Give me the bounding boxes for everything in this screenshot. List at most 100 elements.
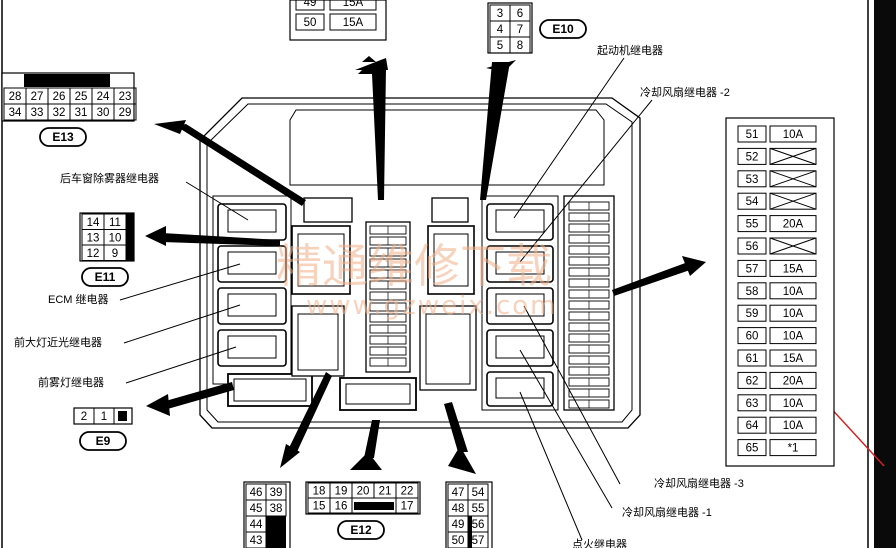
arrow-fuse-panel-shaft <box>612 262 690 296</box>
e13-pin-cell <box>113 103 137 121</box>
e12-pin: 16 <box>335 501 348 513</box>
label-rear-defogger-relay: 后车窗除雾器继电器 <box>60 171 159 185</box>
fuse-number: 56 <box>746 241 759 253</box>
e10-pin: 6 <box>517 8 523 20</box>
arrow-e11-shaft <box>162 233 280 246</box>
arrow-bottom-left-shaft <box>288 372 332 454</box>
fuse-number: 61 <box>746 353 759 365</box>
label-cooling-fan-relay-1: 冷却风扇继电器 -1 <box>622 505 712 519</box>
bl-key-block <box>266 516 286 532</box>
fuse-number-cell <box>737 259 767 277</box>
fuse-number: 53 <box>746 174 759 186</box>
e12-pin: 21 <box>379 486 392 498</box>
fuse-rating-cell <box>769 192 817 210</box>
fuse-rating: 10A <box>783 308 804 320</box>
empty-fuse-x <box>769 147 817 165</box>
e12-pin: 19 <box>335 486 348 498</box>
arrow-e13-head <box>154 120 186 134</box>
fuse-number-cell <box>737 394 767 412</box>
top-fuse-rating: 15A <box>343 0 364 9</box>
top-fuse-no: 49 <box>304 0 317 9</box>
fuse-number: 58 <box>746 286 759 298</box>
fuse-rating-cell <box>769 147 817 165</box>
e11-label: E11 <box>95 270 116 284</box>
fuse-rating: *1 <box>788 443 799 455</box>
fuse-number-cell <box>737 282 767 300</box>
arrow-e9-shaft <box>162 382 234 410</box>
bl-pin: 39 <box>270 487 283 499</box>
e11-pin: 14 <box>87 217 100 229</box>
e11-pin: 9 <box>112 248 118 260</box>
arrow-bottom-right-head <box>448 446 476 474</box>
e13-pin: 29 <box>119 107 132 119</box>
e13-pin: 23 <box>119 91 132 103</box>
fuse-number-cell <box>737 170 767 188</box>
e13-pin: 31 <box>75 107 88 119</box>
e13-pin: 30 <box>97 107 110 119</box>
br-pin: 56 <box>472 519 485 531</box>
arrow-top-right <box>480 62 510 200</box>
fuse-rating-cell <box>769 304 817 322</box>
fuse-number: 60 <box>746 331 759 343</box>
e10-pin: 3 <box>497 8 503 20</box>
br-pin: 50 <box>452 535 465 547</box>
fuse-number: 54 <box>746 196 759 208</box>
fuse-number-cell <box>737 439 767 457</box>
e9-label-pill <box>79 431 127 451</box>
top-fuse-no: 50 <box>304 17 317 29</box>
fuse-box-body <box>199 97 641 429</box>
fuse-number: 62 <box>746 375 759 387</box>
top-fuse-rating-cell <box>329 0 377 11</box>
br-key-bar <box>468 516 472 548</box>
left-relay-column <box>212 195 292 385</box>
pointer-arrows <box>145 56 706 474</box>
fuse-rating: 15A <box>783 263 804 275</box>
fuse-number-cell <box>737 327 767 345</box>
fuse-number-cell <box>737 304 767 322</box>
e11-pin: 12 <box>87 248 100 260</box>
arrow-top-left <box>358 68 386 200</box>
fuse-number: 52 <box>746 151 759 163</box>
fuse-number: 59 <box>746 308 759 320</box>
fuse-number-cell <box>737 237 767 255</box>
fuse-number: 57 <box>746 263 759 275</box>
empty-fuse-x <box>769 192 817 210</box>
e13-pin: 28 <box>9 91 22 103</box>
arrow-e11-head <box>145 226 166 246</box>
fuse-rating-cell <box>769 371 817 389</box>
top-fuse-no-cell <box>295 0 325 11</box>
fuse-rating-cell <box>769 170 817 188</box>
e10-pin-cell <box>509 36 531 54</box>
br-pin: 54 <box>472 487 485 499</box>
e12-pin: 17 <box>401 501 414 513</box>
e13-pin: 26 <box>53 91 66 103</box>
center-connector-left <box>291 225 351 295</box>
e10-label-pill <box>539 19 587 39</box>
leader-lines <box>119 57 653 541</box>
e10-pin: 4 <box>497 24 504 36</box>
fuse-rating: 20A <box>783 219 804 231</box>
fuse-strip-right-slots <box>568 201 610 409</box>
top-fuse-no-cell <box>295 13 325 31</box>
fuse-number: 55 <box>746 219 759 231</box>
fuse-rating: 10A <box>783 331 804 343</box>
fuse-strip-left-slots <box>369 225 407 367</box>
e11-pin: 11 <box>109 217 121 229</box>
frame-right-band <box>874 0 896 548</box>
bl-key-block <box>266 532 286 548</box>
arrow-e12-shaft <box>364 420 380 458</box>
fuse-rating-cell <box>769 394 817 412</box>
fuse-number-cell <box>737 416 767 434</box>
e10-pin: 5 <box>497 40 503 52</box>
br-pin: 57 <box>472 535 485 547</box>
e13-label-pill <box>39 127 87 147</box>
e10-label: E10 <box>552 22 574 36</box>
fuse-number: 51 <box>746 129 759 141</box>
arrow-e9-head <box>146 394 170 416</box>
fuse-number-cell <box>737 147 767 165</box>
fuse-rating: 15A <box>783 353 804 365</box>
